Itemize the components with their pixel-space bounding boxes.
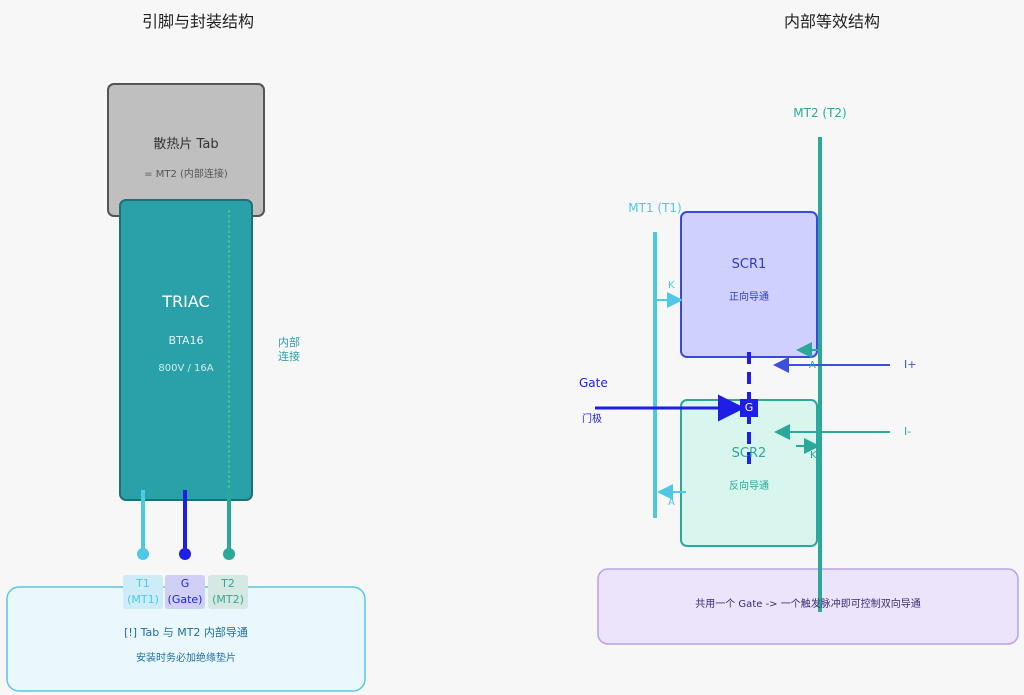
- current-plus-label: I+: [904, 358, 917, 371]
- heatsink-note: = MT2 (内部连接): [144, 169, 228, 180]
- current-minus-label: I-: [904, 425, 912, 438]
- right-title: 内部等效结构: [783, 12, 881, 31]
- pin-g-label-bottom: (Gate): [167, 593, 203, 606]
- warning-line-1: [!] Tab 与 MT2 内部导通: [124, 626, 248, 639]
- package-diagram: [6, 83, 366, 692]
- summary-text: 共用一个 Gate -> 一个触发脉冲即可控制双向导通: [695, 599, 921, 610]
- scr2-k-label: K: [810, 450, 817, 461]
- scr1-k-label: K: [668, 280, 675, 291]
- mt2-label: MT2 (T2): [793, 106, 847, 120]
- scr2-name: SCR2: [731, 446, 767, 461]
- pin-g-dot: [179, 548, 191, 560]
- pin-t1-label-top: T1: [136, 577, 150, 590]
- gate-sublabel: 门极: [582, 414, 602, 425]
- pin-t2-label-bottom: (MT2): [212, 593, 244, 606]
- pin-t1-dot: [137, 548, 149, 560]
- internal-link-label-1: 内部: [278, 336, 300, 349]
- scr2-a-label: A: [668, 497, 675, 508]
- pin-t1-label-bottom: (MT1): [127, 593, 159, 606]
- scr2-desc: 反向导通: [729, 481, 769, 492]
- pin-g-label-top: G: [180, 577, 190, 590]
- gate-label: Gate: [579, 376, 608, 390]
- scr1-desc: 正向导通: [729, 292, 769, 303]
- summary-box: [597, 568, 1019, 645]
- internal-link-label-2: 连接: [278, 350, 300, 363]
- pin-t2-label-bg: [208, 575, 248, 609]
- scr1-name: SCR1: [731, 257, 767, 272]
- pin-g-label-bg: [165, 575, 205, 609]
- gate-node-label: G: [744, 401, 754, 414]
- triac-model: BTA16: [168, 334, 204, 347]
- triac-rating: 800V / 16A: [158, 363, 214, 374]
- pin-t2-dot: [223, 548, 235, 560]
- triac-body: [119, 199, 253, 501]
- heatsink-label: 散热片 Tab: [153, 137, 219, 152]
- pin-t2-label-top: T2: [221, 577, 235, 590]
- mt1-label: MT1 (T1): [628, 201, 682, 215]
- left-title: 引脚与封装结构: [141, 12, 255, 31]
- gate-node: [740, 399, 758, 417]
- scr1-a-label: A: [809, 360, 816, 371]
- warning-line-2: 安装时务必加绝缘垫片: [136, 653, 236, 664]
- pin-t1-label-bg: [123, 575, 163, 609]
- triac-name: TRIAC: [162, 292, 210, 311]
- scr1-box: [680, 211, 818, 358]
- equivalent-diagram: [595, 137, 1019, 645]
